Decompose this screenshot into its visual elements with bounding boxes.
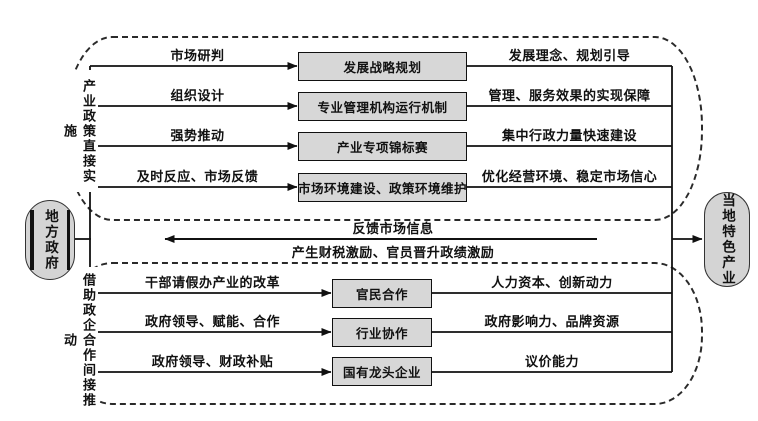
- edge-label-top-3-left: 强势推动: [170, 128, 225, 143]
- process-box-management-mechanism: 专业管理机构运行机制: [298, 92, 467, 121]
- edge-label-bottom-3-left: 政府领导、财政补贴: [151, 354, 274, 369]
- process-box-strategic-planning: 发展战略规划: [298, 52, 467, 81]
- local-industry-node: 当地特色产业: [704, 192, 750, 287]
- edge-label-top-3-right: 集中行政力量快速建设: [501, 128, 637, 143]
- edge-label-top-2-right: 管理、服务效果的实现保障: [488, 88, 651, 103]
- edge-label-top-1-left: 市场研判: [170, 48, 225, 63]
- edge-label-top-1-right: 发展理念、规划引导: [508, 48, 631, 63]
- feedback-label-above: 反馈市场信息: [352, 221, 434, 236]
- top-group-side-label: 产业政策直接实施: [60, 70, 98, 192]
- edge-label-bottom-2-right: 政府影响力、品牌资源: [484, 314, 620, 329]
- edge-label-bottom-2-left: 政府领导、赋能、合作: [144, 314, 280, 329]
- edge-label-top-4-right: 优化经营环境、稳定市场信心: [481, 169, 658, 184]
- local-government-label: 地方政府: [43, 209, 58, 271]
- local-industry-label: 当地特色产业: [720, 193, 735, 286]
- process-box-official-civil-cooperation: 官民合作: [332, 279, 432, 308]
- edge-label-top-4-left: 及时反应、市场反馈: [136, 169, 259, 184]
- edge-label-bottom-3-right: 议价能力: [524, 354, 579, 369]
- local-government-node: 地方政府: [25, 200, 75, 280]
- process-box-industry-tournament: 产业专项锦标赛: [298, 132, 467, 161]
- bottom-group-side-label: 借助政企合作间接推动: [60, 267, 98, 413]
- edge-label-top-2-left: 组织设计: [170, 88, 225, 103]
- process-box-industry-collaboration: 行业协作: [332, 318, 432, 347]
- process-box-market-environment: 市场环境建设、政策环境维护: [298, 173, 467, 202]
- process-box-state-owned-leading-enterprise: 国有龙头企业: [332, 357, 432, 386]
- feedback-label-below: 产生财税激励、官员晋升政绩激励: [291, 245, 495, 260]
- edge-label-bottom-1-right: 人力资本、创新动力: [491, 275, 613, 290]
- edge-label-bottom-1-left: 干部请假办产业的改革: [144, 275, 280, 290]
